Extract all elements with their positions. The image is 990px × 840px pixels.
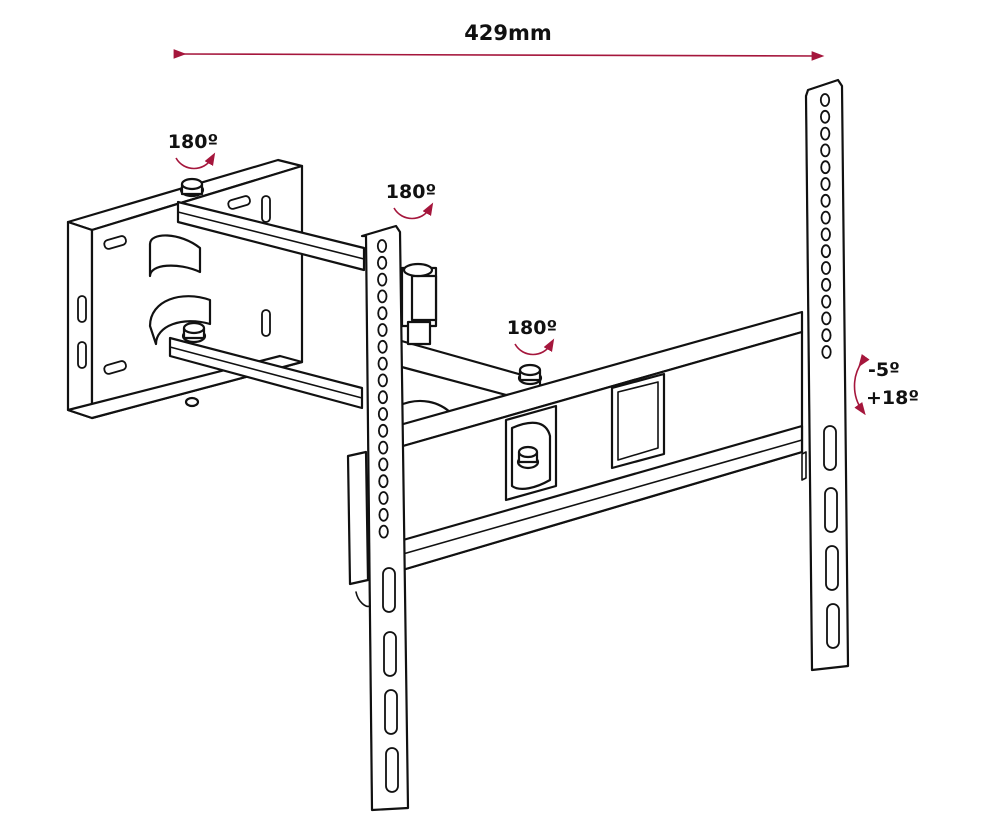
right-strap-edge [805,95,813,671]
strap-hole [820,261,832,275]
strap-hole [821,311,832,326]
strap-hole [821,294,832,309]
strap-hole [377,339,388,354]
strap-hole [378,491,389,505]
first-arm [168,177,366,410]
width-dimension: 429mm [173,21,825,61]
wall-pivot-bolt-bottom [181,321,207,408]
tilt-arrow [853,354,870,416]
left-strap-slot [385,747,399,793]
wall-plate-slot [227,195,251,210]
strap-hole [378,457,389,472]
strap-hole [820,244,832,259]
strap-hole [820,210,831,225]
wall-pivot-bolt-top [179,177,205,198]
tilt-up-label: -5º [868,359,900,381]
strap-hole [378,507,389,522]
first-arm-edge [177,211,365,260]
strap-hole [819,109,831,124]
left-strap-slot [382,567,396,613]
rotation-mid-label: 180º [386,181,436,203]
strap-hole [820,193,831,208]
wall-plate-slot [261,309,271,337]
right-strap-slot [825,545,839,591]
tv-rail-groove [381,439,803,561]
strap-hole [376,255,388,270]
rotation-tv-arrow [514,338,555,356]
tilt-annotation: -5º +18º [853,354,919,416]
wall-plate-slot [261,195,271,223]
strap-hole [820,177,831,191]
strap-hole [377,423,389,438]
rotation-mid-annotation: 180º [386,181,436,220]
wall-plate-slot [77,341,87,369]
wall-hinge-tab [148,295,212,346]
left-strap-slot [384,689,398,735]
tv-rail-cutout [610,372,666,470]
strap-hole [378,474,389,489]
rotation-mid-arrow [393,202,434,220]
tv-pivot-bolt [517,363,543,386]
strap-hole [377,289,388,304]
strap-hole [819,93,831,107]
right-strap-lock [801,451,807,481]
width-dimension-arrow [173,49,825,61]
rotation-wall-label: 180º [168,131,218,153]
strap-hole [377,407,389,421]
tv-rail-hinge-nut [516,445,540,470]
rotation-tv-label: 180º [507,317,557,339]
wall-plate-slot [77,295,87,323]
rotation-wall-annotation: 180º [168,131,218,170]
rotation-tv-annotation: 180º [507,317,557,356]
left-vertical-strap [346,224,410,812]
rotation-wall-arrow [175,152,216,170]
left-strap-slot [383,631,397,677]
strap-hole [820,277,832,292]
mid-pivot-knuckle [400,262,438,346]
strap-hole [378,524,389,539]
strap-hole [377,306,388,321]
strap-hole [378,440,389,455]
right-strap-slot [826,603,840,649]
wall-hinge-tab [148,234,202,278]
left-strap-holes [376,239,389,539]
strap-hole [377,356,388,371]
wall-plate-slot [103,360,127,375]
left-strap-clip-tab [355,591,371,608]
strap-hole [376,239,388,253]
strap-hole [377,323,388,337]
second-arm [396,262,543,428]
right-strap-slot [824,487,838,533]
strap-hole [820,143,831,158]
strap-hole [377,373,388,388]
right-strap-slot [823,425,837,471]
strap-hole [820,126,831,141]
width-dimension-label: 429mm [464,21,552,45]
right-strap-holes [819,93,832,359]
tilt-down-label: +18º [866,387,919,409]
strap-hole [820,227,831,242]
right-vertical-strap [801,78,850,672]
tv-rail [380,310,804,578]
strap-hole [821,328,832,343]
strap-hole [377,272,388,287]
strap-hole [377,390,388,405]
wall-plate-slot [103,235,127,250]
strap-hole [821,345,832,359]
first-arm-edge [169,346,363,399]
left-strap-edge [365,235,373,811]
left-strap-clip [346,450,370,586]
strap-hole [820,160,831,175]
tv-rail-cutout-inner [617,381,659,461]
